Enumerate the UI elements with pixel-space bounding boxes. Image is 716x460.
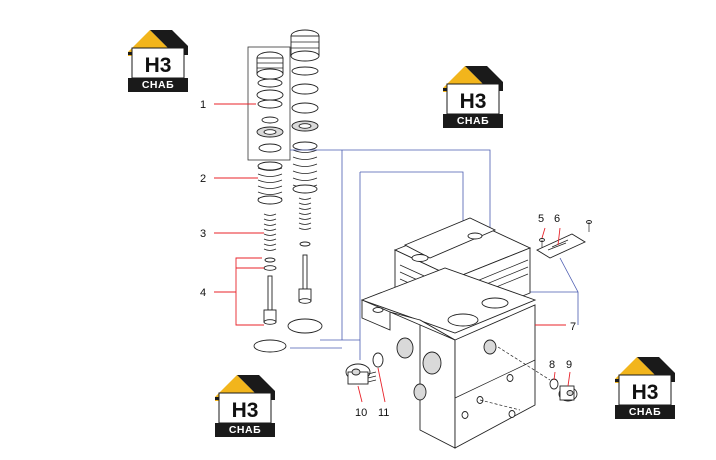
spring-small-right <box>298 197 312 230</box>
logo-sub-text: СНАБ <box>229 424 261 436</box>
callout-labels: 1 2 3 4 5 6 7 8 9 10 11 <box>200 99 576 419</box>
right-spool-stack <box>287 29 323 334</box>
logo-main-text: H3 <box>632 381 659 404</box>
callout-10: 10 <box>355 407 367 419</box>
logo-main-text: H3 <box>145 54 172 77</box>
logo-sub-text: СНАБ <box>629 406 661 418</box>
callout-2: 2 <box>200 173 206 185</box>
callout-7: 7 <box>570 321 576 333</box>
callout-3: 3 <box>200 228 206 240</box>
logo-main-text: H3 <box>460 90 487 113</box>
left-spool-stack <box>253 51 287 353</box>
spring-large-left <box>257 161 283 205</box>
plug-right <box>549 378 578 402</box>
connector-lines <box>290 149 579 360</box>
callout-1: 1 <box>200 99 206 111</box>
spring-small-left <box>263 213 277 251</box>
logo-bottom-right: H3 СНАБ <box>614 356 676 420</box>
callout-6: 6 <box>554 213 560 225</box>
logo-main-text: H3 <box>232 399 259 422</box>
logo-top-left: H3 СНАБ <box>127 29 189 93</box>
callout-4: 4 <box>200 287 206 299</box>
callout-9: 9 <box>566 359 572 371</box>
leader-lines <box>214 103 571 403</box>
plug-left <box>345 352 384 385</box>
callout-5: 5 <box>538 213 544 225</box>
callout-11: 11 <box>378 407 389 419</box>
nameplate <box>536 220 592 259</box>
logo-top-center: H3 СНАБ <box>442 65 504 129</box>
item-1-group-frame <box>247 46 291 161</box>
callout-8: 8 <box>549 359 555 371</box>
valve-body <box>360 267 551 449</box>
logo-bottom-left: H3 СНАБ <box>214 374 276 438</box>
logo-sub-text: СНАБ <box>457 115 489 127</box>
logo-sub-text: СНАБ <box>142 79 174 91</box>
spring-large-right <box>292 141 318 194</box>
